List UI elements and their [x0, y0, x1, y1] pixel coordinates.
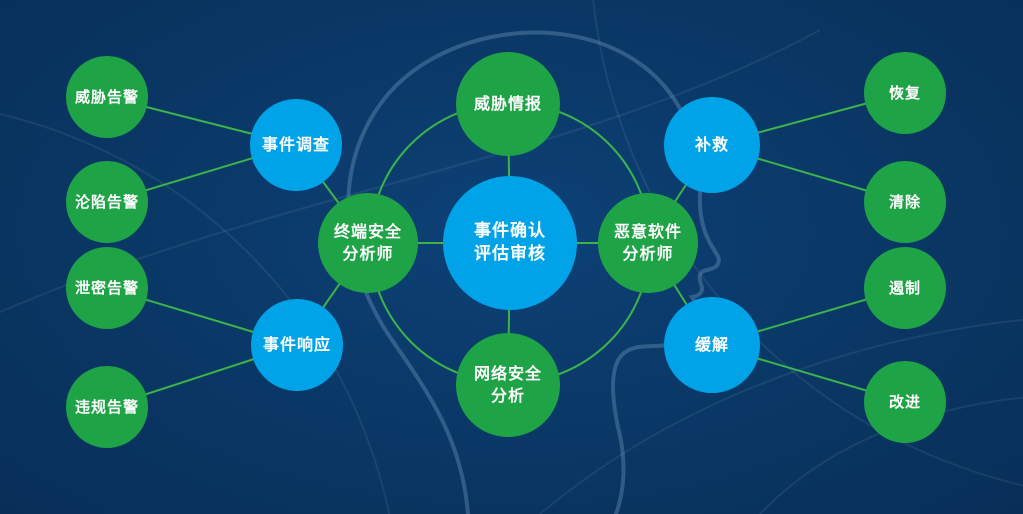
node-incident-confirm: 事件确认 评估审核 [443, 176, 577, 310]
node-containment: 遏制 [864, 247, 946, 329]
node-endpoint-analyst: 终端安全 分析师 [318, 193, 418, 293]
node-label: 泄密告警 [74, 278, 139, 297]
node-remediation: 补救 [664, 97, 760, 193]
node-label: 恶意软件 分析师 [613, 222, 682, 263]
node-label: 补救 [694, 135, 729, 155]
node-leak-alert: 泄密告警 [66, 247, 148, 329]
node-incident-response: 事件响应 [251, 299, 343, 391]
node-compromise-alert: 沦陷告警 [66, 161, 148, 243]
node-label: 改进 [888, 392, 921, 411]
node-improvement: 改进 [864, 361, 946, 443]
node-label: 违规告警 [74, 397, 139, 416]
node-threat-alert: 威胁告警 [66, 56, 148, 138]
node-network-analysis: 网络安全 分析 [456, 333, 560, 437]
node-label: 清除 [888, 192, 921, 211]
node-label: 网络安全 分析 [473, 364, 542, 405]
node-incident-investigation: 事件调查 [250, 99, 342, 191]
node-label: 终端安全 分析师 [333, 222, 402, 263]
node-label: 事件响应 [262, 335, 331, 355]
node-violation-alert: 违规告警 [66, 366, 148, 448]
node-label: 事件调查 [261, 135, 330, 155]
node-mitigation: 缓解 [664, 297, 760, 393]
node-label: 事件确认 评估审核 [474, 221, 546, 264]
node-label: 威胁情报 [473, 94, 542, 114]
node-recovery: 恢复 [864, 52, 946, 134]
node-eradication: 清除 [864, 161, 946, 243]
node-label: 恢复 [888, 83, 921, 102]
node-label: 缓解 [694, 335, 729, 355]
node-label: 威胁告警 [74, 87, 139, 106]
node-threat-intel: 威胁情报 [456, 52, 560, 156]
node-malware-analyst: 恶意软件 分析师 [598, 193, 698, 293]
node-label: 遏制 [888, 278, 921, 297]
node-label: 沦陷告警 [74, 192, 139, 211]
